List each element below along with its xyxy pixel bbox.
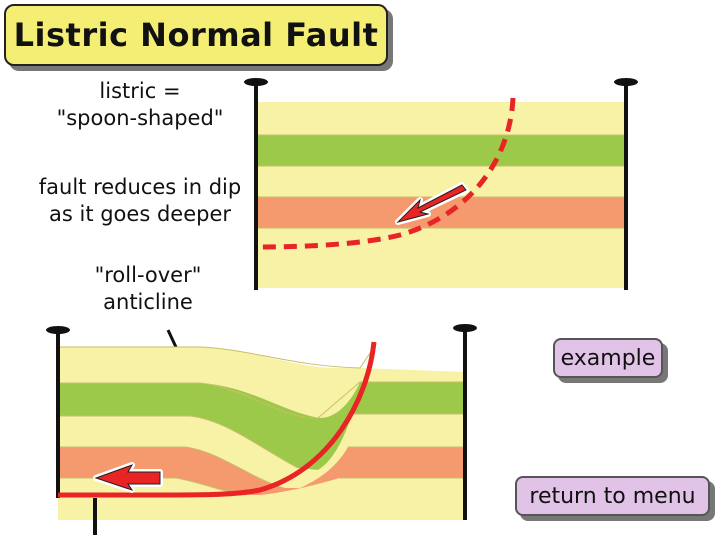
top-fault-line-dashed [257,97,516,250]
bottom-left-post [46,326,97,535]
caption-listric-line1: listric = [99,79,181,103]
top-left-post [244,78,268,290]
bottom-layer-boundaries [58,381,465,496]
caption-rollover-line1: "roll-over" [94,263,202,287]
top-layer-yellow-1 [256,102,626,135]
top-right-post [614,78,638,290]
return-to-menu-button[interactable]: return to menu [515,476,710,516]
bottom-layer-orange [58,447,465,495]
bottom-motion-arrow-icon [93,462,163,493]
bottom-sky-cutout [200,340,370,368]
bottom-layer-green [58,382,465,470]
example-button[interactable]: example [553,338,663,378]
caption-listric-line2: "spoon-shaped" [56,106,224,130]
bottom-layer-yellow-2 [58,414,465,488]
top-layer-yellow-2 [256,166,626,197]
caption-dip: fault reduces in dip as it goes deeper [20,174,260,228]
bottom-right-post [453,324,477,520]
top-layer-yellow-3 [256,228,626,288]
caption-rollover-line2: anticline [103,290,193,314]
title-box: Listric Normal Fault [4,4,388,66]
page-title: Listric Normal Fault [13,16,379,54]
caption-dip-line1: fault reduces in dip [38,175,242,199]
caption-rollover: "roll-over" anticline [58,262,238,316]
bottom-fault-line [57,341,377,498]
caption-dip-line2: as it goes deeper [49,202,231,226]
top-motion-arrow-icon [395,182,469,225]
top-block [244,78,638,290]
top-layer-green [256,135,626,166]
bottom-block [46,324,477,535]
caption-listric: listric = "spoon-shaped" [30,78,250,132]
